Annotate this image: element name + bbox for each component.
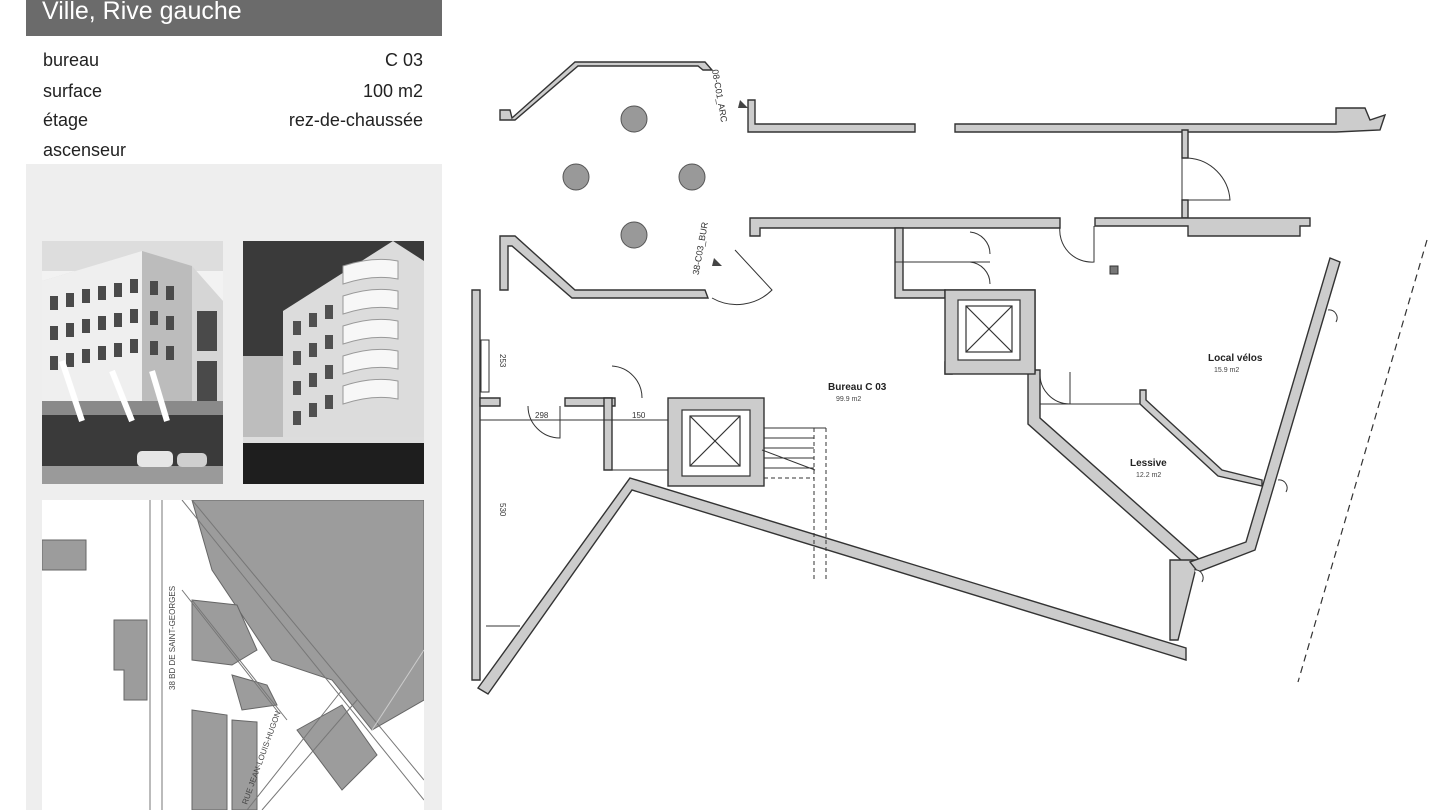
info-label: étage: [43, 110, 89, 130]
room-area: 15.9 m2: [1214, 367, 1239, 374]
info-label: surface: [43, 81, 103, 101]
dimension-label: 298: [535, 411, 549, 420]
door-label: 38-C03_BUR: [691, 221, 710, 276]
room-name: Bureau C 03: [828, 382, 887, 393]
info-label: bureau: [43, 50, 100, 70]
info-row-ascenseur: ascenseur: [43, 140, 423, 168]
info-panel: bureau C 03 surface 100 m2 étage rez-de-…: [26, 36, 442, 164]
room-area: 12.2 m2: [1136, 472, 1161, 479]
room-name: Lessive: [1130, 458, 1167, 469]
info-row-bureau: bureau C 03: [43, 50, 423, 78]
location-map: 38 BD DE SAINT-GEORGES RUE JEAN-LOUIS-HU…: [42, 500, 424, 810]
info-row-surface: surface 100 m2: [43, 81, 423, 109]
map-street-label: 38 BD DE SAINT-GEORGES: [168, 586, 177, 690]
dimension-label: 253: [498, 354, 507, 368]
info-value: 100 m2: [362, 81, 423, 101]
building-photo-1: [42, 241, 223, 484]
room-name: Local vélos: [1208, 353, 1263, 364]
floor-plan: 08-C01_ARC 38-C03_BUR 253 298 150 530 Bu…: [460, 40, 1440, 720]
building-photo-2: [243, 241, 424, 484]
dimension-label: 530: [498, 503, 507, 517]
sidebar-panel: Ville, Rive gauche bureau C 03 surface 1…: [26, 0, 442, 810]
info-value: rez-de-chaussée: [288, 110, 423, 130]
info-value: C 03: [384, 50, 423, 70]
room-area: 99.9 m2: [836, 396, 861, 403]
info-label: ascenseur: [43, 140, 127, 160]
dimension-label: 150: [632, 411, 646, 420]
info-row-etage: étage rez-de-chaussée: [43, 110, 423, 138]
page-title: Ville, Rive gauche: [26, 0, 442, 36]
door-label: 08-C01_ARC: [710, 69, 729, 124]
